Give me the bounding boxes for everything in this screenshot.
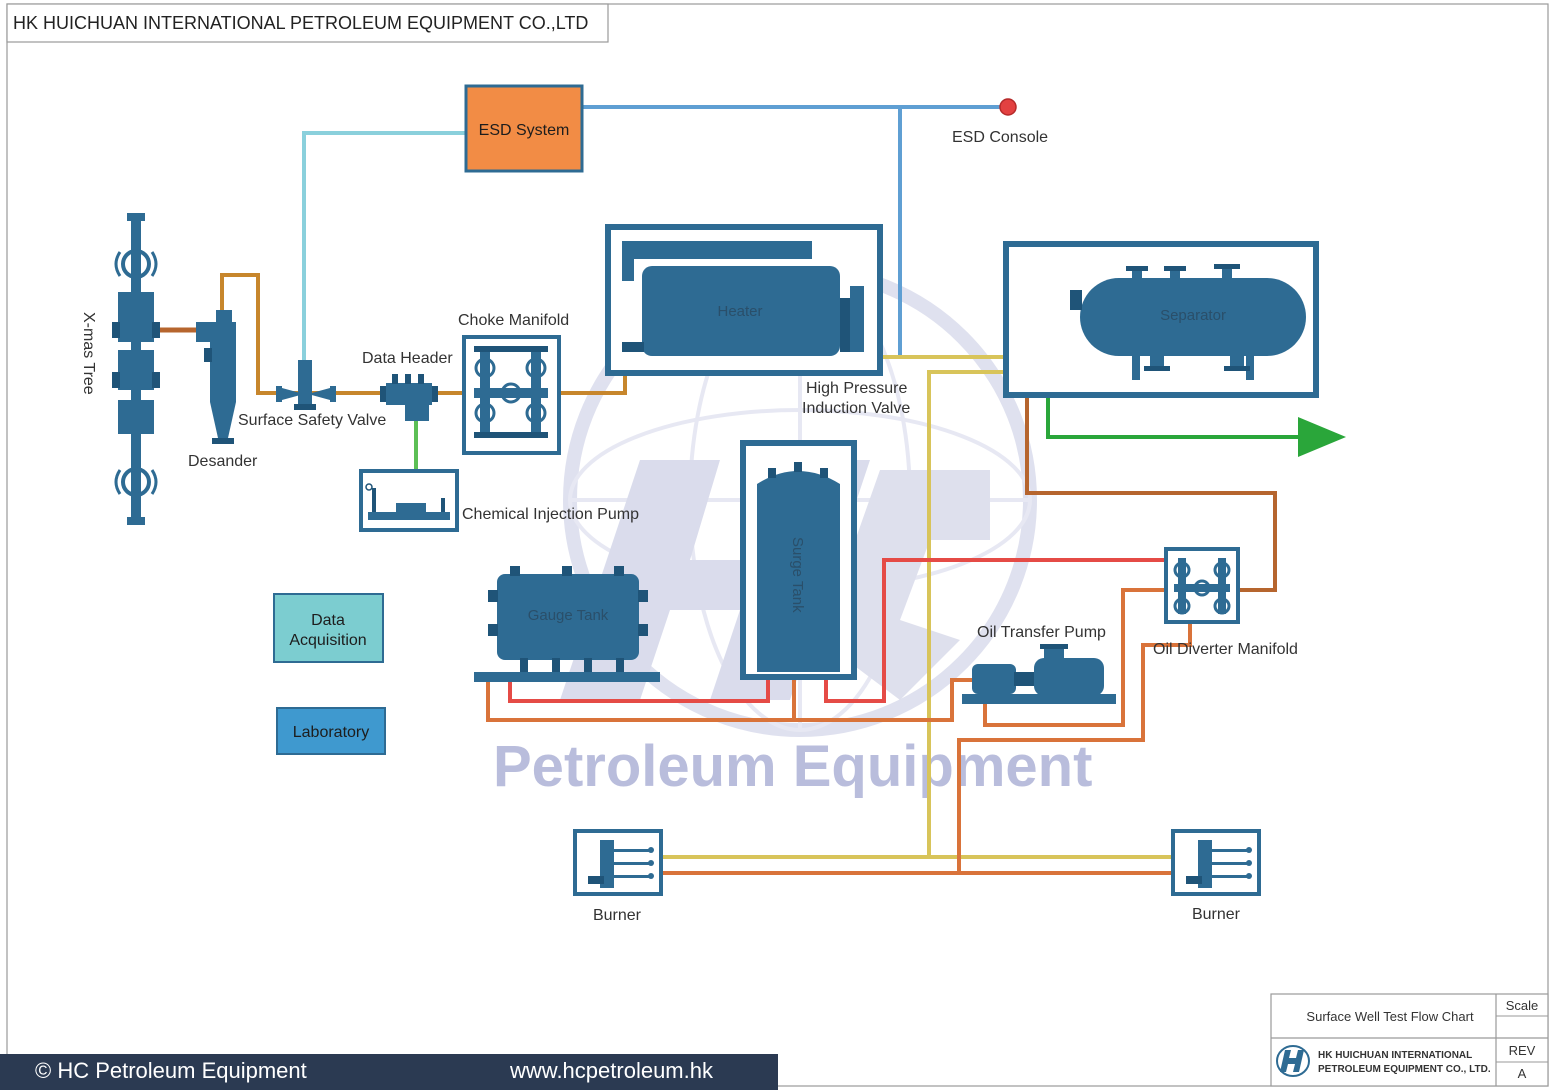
esd-console: ESD Console bbox=[952, 98, 1048, 146]
esd-system-box: ESD System bbox=[464, 84, 584, 173]
water-outlet-line bbox=[1046, 397, 1346, 457]
oil-diverter-manifold bbox=[1164, 547, 1240, 624]
data-acquisition-box: Data Acquisition bbox=[273, 593, 384, 663]
burner-right bbox=[1171, 829, 1261, 896]
gauge-surge-line bbox=[508, 665, 770, 703]
gas-line bbox=[927, 370, 1005, 857]
title-block-rev-label: REV bbox=[1509, 1043, 1536, 1058]
hpiv-label-line2: Induction Valve bbox=[802, 400, 910, 417]
esd-system-label: ESD System bbox=[479, 122, 570, 139]
tanks-pump-line bbox=[486, 678, 972, 722]
separator: Separator bbox=[1003, 241, 1319, 398]
company-header: HK HUICHUAN INTERNATIONAL PETROLEUM EQUI… bbox=[13, 13, 588, 33]
pump-diverter-line bbox=[983, 588, 1166, 727]
data-acquisition-label-line1: Data bbox=[311, 612, 345, 629]
chemical-injection-pump bbox=[359, 469, 459, 532]
diverter-burner-line bbox=[957, 622, 1192, 873]
separator-label: Separator bbox=[1160, 307, 1226, 324]
surface-safety-valve-label: Surface Safety Valve bbox=[238, 412, 386, 429]
burner-left-label: Burner bbox=[593, 907, 642, 924]
data-header-label: Data Header bbox=[362, 350, 453, 367]
desander-label: Desander bbox=[188, 453, 258, 470]
laboratory-box: Laboratory bbox=[276, 707, 386, 755]
surge-tank: Surge Tank bbox=[740, 440, 857, 680]
heater: Heater bbox=[605, 224, 883, 376]
chemical-injection-pump-label: Chemical Injection Pump bbox=[462, 506, 639, 523]
esd-console-label: ESD Console bbox=[952, 129, 1048, 146]
surge-tank-label: Surge Tank bbox=[789, 537, 806, 613]
oil-transfer-pump bbox=[962, 644, 1116, 704]
separator-oil-line bbox=[1025, 397, 1277, 592]
inlet-line bbox=[220, 273, 466, 395]
title-block-company-line2: PETROLEUM EQUIPMENT CO., LTD. bbox=[1318, 1064, 1491, 1075]
header-title-box: HK HUICHUAN INTERNATIONAL PETROLEUM EQUI… bbox=[6, 3, 609, 43]
title-block-company-line1: HK HUICHUAN INTERNATIONAL bbox=[1318, 1050, 1472, 1061]
footer-copyright: © HC Petroleum Equipment bbox=[35, 1058, 307, 1083]
desander bbox=[196, 310, 236, 444]
surface-safety-valve bbox=[276, 360, 336, 410]
choke-manifold bbox=[462, 335, 561, 455]
gauge-tank-label: Gauge Tank bbox=[528, 607, 609, 624]
footer-website: www.hcpetroleum.hk bbox=[509, 1058, 714, 1083]
company-logo-icon bbox=[1276, 1045, 1310, 1077]
laboratory-label: Laboratory bbox=[293, 724, 370, 741]
footer-bar: © HC Petroleum Equipment www.hcpetroleum… bbox=[0, 1054, 778, 1090]
hpiv-label-line1: High Pressure bbox=[806, 380, 907, 397]
oil-transfer-pump-label: Oil Transfer Pump bbox=[977, 624, 1106, 641]
watermark-text: Petroleum Equipment bbox=[493, 734, 1092, 799]
title-block-title: Surface Well Test Flow Chart bbox=[1306, 1009, 1474, 1024]
title-block-scale-label: Scale bbox=[1506, 998, 1539, 1013]
choke-manifold-label: Choke Manifold bbox=[458, 312, 569, 329]
diverter-surge-line bbox=[824, 558, 1166, 703]
burner-left bbox=[573, 829, 663, 896]
xmas-tree bbox=[112, 213, 160, 525]
title-block-rev-value: A bbox=[1518, 1066, 1527, 1081]
oil-diverter-manifold-label: Oil Diverter Manifold bbox=[1153, 641, 1298, 658]
esd-ssv-line bbox=[302, 131, 466, 372]
data-acquisition-label-line2: Acquisition bbox=[289, 632, 366, 649]
heater-label: Heater bbox=[717, 303, 762, 320]
xmas-tree-label: X-mas Tree bbox=[80, 312, 97, 395]
gauge-tank: Gauge Tank bbox=[474, 566, 660, 682]
title-block: Surface Well Test Flow Chart Scale REV A… bbox=[1270, 993, 1549, 1087]
burner-right-label: Burner bbox=[1192, 906, 1241, 923]
data-header bbox=[380, 374, 438, 421]
